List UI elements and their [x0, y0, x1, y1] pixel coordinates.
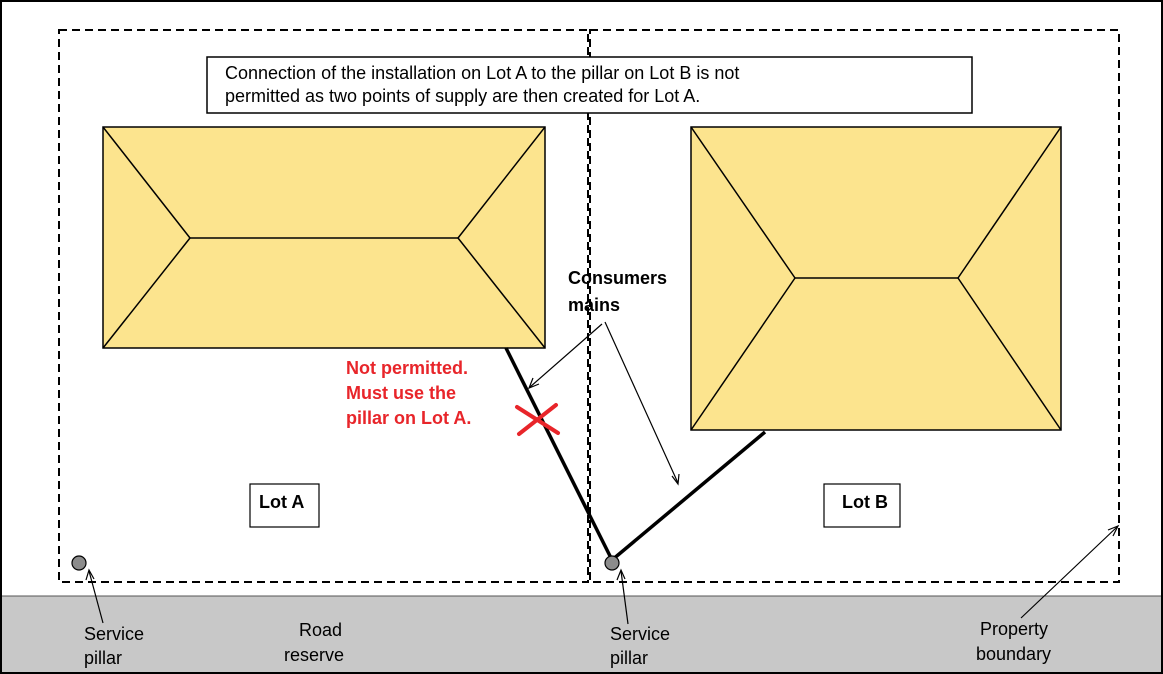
- house-lot-b-hip: [690, 126, 796, 279]
- consumers-mains-label-line-1: Consumers: [568, 268, 667, 288]
- arrowhead-icon: [85, 568, 95, 581]
- consumers-mains-lot-a-cable: [504, 347, 614, 561]
- service-pillar-middle-label-line-1: Service: [610, 624, 670, 644]
- consumers-mains-arrow-left: [529, 323, 603, 388]
- house-lot-a-hip: [457, 237, 546, 349]
- property-boundary-lot-a: [58, 29, 589, 583]
- road-reserve-label-line-2: reserve: [284, 645, 344, 665]
- house-lot-a-hip: [102, 237, 191, 349]
- service-pillar-middle-label-line-2: pillar: [610, 648, 648, 668]
- road-reserve-band: [2, 596, 1161, 672]
- property-boundary-arrow: [1020, 526, 1118, 619]
- note-line-2: permitted as two points of supply are th…: [225, 86, 700, 106]
- service-pillar-middle: [604, 555, 620, 571]
- house-lot-a-hip: [457, 126, 546, 239]
- consumers-mains-arrow-right: [604, 321, 679, 484]
- property-boundary-lot-b: [589, 29, 1120, 583]
- not-permitted-line-1: Not permitted.: [346, 358, 468, 378]
- lot-a-label: Lot A: [259, 492, 304, 512]
- consumers-mains-lot-b-cable: [610, 430, 767, 562]
- consumers-mains-label-line-2: mains: [568, 295, 620, 315]
- lot-b-label: Lot B: [842, 492, 888, 512]
- property-boundary-label-line-1: Property: [980, 619, 1048, 639]
- lot-a-label-box: [249, 483, 320, 528]
- note-box: [206, 56, 973, 114]
- lot-b-label-box: [823, 483, 901, 528]
- arrowhead-icon: [1107, 524, 1120, 537]
- house-lot-b: [690, 126, 1062, 431]
- house-lot-b-hip: [957, 277, 1062, 431]
- arrowhead-icon: [671, 473, 680, 486]
- property-boundary-label-line-2: boundary: [976, 644, 1051, 664]
- not-permitted-line-3: pillar on Lot A.: [346, 408, 471, 428]
- service-pillar-left-label-line-2: pillar: [84, 648, 122, 668]
- arrowhead-icon: [527, 377, 540, 390]
- house-lot-b-hip: [690, 277, 796, 431]
- service-pillar-left: [71, 555, 87, 571]
- house-lot-b-hip: [957, 126, 1062, 279]
- service-pillar-left-label-line-1: Service: [84, 624, 144, 644]
- note-line-1: Connection of the installation on Lot A …: [225, 63, 739, 83]
- not-permitted-cross-icon: [515, 403, 560, 436]
- arrowhead-icon: [616, 568, 626, 581]
- road-reserve-label-line-1: Road: [299, 620, 342, 640]
- not-permitted-line-2: Must use the: [346, 383, 456, 403]
- service-pillar-left-arrow: [88, 570, 104, 624]
- service-pillar-middle-arrow: [620, 570, 629, 625]
- house-lot-a: [102, 126, 546, 349]
- house-lot-a-hip: [102, 126, 191, 239]
